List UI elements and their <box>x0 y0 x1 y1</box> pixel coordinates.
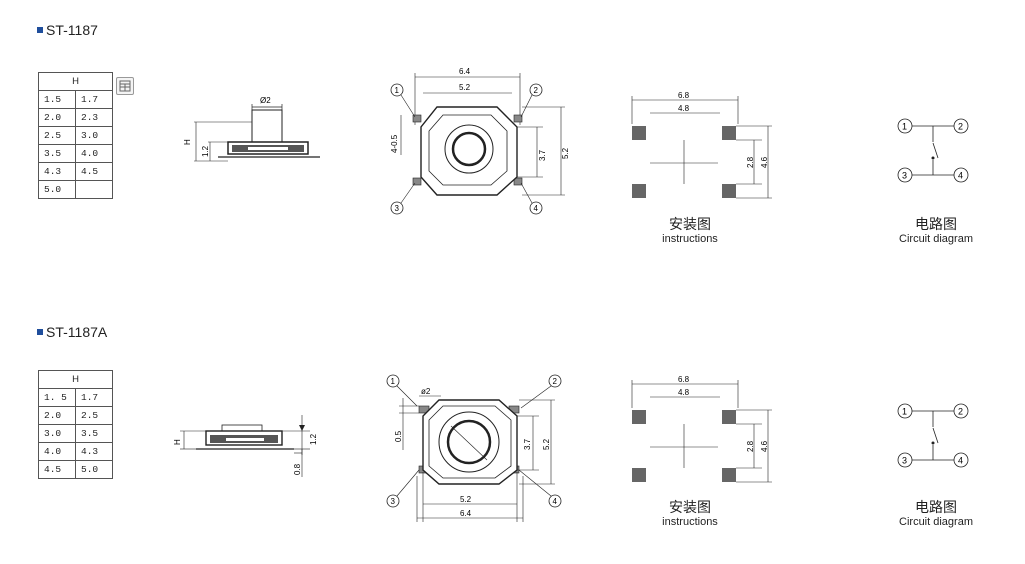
side-view-2: H 1.2 0.8 <box>173 415 318 477</box>
pin-label: 2 <box>553 377 558 386</box>
dim-h: H <box>173 439 182 445</box>
install-caption-1: 安装图 instructions <box>640 216 740 246</box>
table-cell: 1.5 <box>38 90 76 109</box>
table-cell: 5.0 <box>38 180 76 199</box>
pin-label: 1 <box>391 377 396 386</box>
dim-height-inner: 3.7 <box>523 438 532 450</box>
dim-v-inner: 2.8 <box>746 440 755 452</box>
dim-base: 1.2 <box>201 145 210 157</box>
top-view-1: 6.4 5.2 3.7 5.2 4-0.5 1 2 3 4 <box>390 67 570 215</box>
circuit-title-zh: 电路图 <box>915 216 957 232</box>
circuit-title-en: Circuit diagram <box>899 516 973 528</box>
dim-h: H <box>183 139 192 145</box>
dim-height-outer: 5.2 <box>542 438 551 450</box>
pin-label: 4 <box>553 497 558 506</box>
table-cell: 4.0 <box>38 442 76 461</box>
dim-base: 0.8 <box>293 463 302 475</box>
table-cell: 2.0 <box>38 406 76 425</box>
install-diagram-1: 6.8 4.8 2.8 4.6 <box>631 91 772 199</box>
table-cell: 1. 5 <box>38 388 76 407</box>
dim-pitch: 0.5 <box>394 430 403 442</box>
circuit-caption-1: 电路图 Circuit diagram <box>886 216 986 246</box>
dim-bottom-inner: 5.2 <box>460 495 472 504</box>
side-view-1: Ø2 H 1.2 <box>183 96 320 162</box>
circuit-diagram-2: 1 2 3 4 <box>897 403 969 468</box>
pin-label: 4 <box>958 171 963 181</box>
table-icon-glyph <box>119 80 131 92</box>
pin-label: 1 <box>395 86 400 95</box>
dim-inner: 5.2 <box>459 83 471 92</box>
model-title-2: ST-1187A <box>37 324 107 340</box>
pin-label: 4 <box>958 456 963 466</box>
install-title-en: instructions <box>662 516 718 528</box>
pin-label: 4 <box>534 204 539 213</box>
install-caption-2: 安装图 instructions <box>640 499 740 529</box>
square-bullet-icon <box>37 27 43 33</box>
pin-label: 3 <box>902 456 907 466</box>
table-cell: 3.0 <box>38 424 76 443</box>
table-cell: 2.5 <box>38 126 76 145</box>
table-icon[interactable] <box>116 77 134 95</box>
pin-label: 2 <box>958 122 963 132</box>
table-cell: 3.5 <box>75 424 113 443</box>
dim-diameter: Ø2 <box>260 96 271 105</box>
pin-label: 1 <box>902 407 907 417</box>
top-view-2: 1 ø2 2 0.5 3.7 5.2 3 4 5.2 6.4 <box>386 374 562 522</box>
table-cell: 4.5 <box>75 162 113 181</box>
dim-v-outer: 4.6 <box>760 156 769 168</box>
pin-label: 2 <box>958 407 963 417</box>
install-title-zh: 安装图 <box>669 216 711 232</box>
circuit-title-zh: 电路图 <box>915 499 957 515</box>
circuit-title-en: Circuit diagram <box>899 233 973 245</box>
dim-v-inner: 2.8 <box>746 156 755 168</box>
dim-inner: 4.8 <box>678 104 690 113</box>
table-header: H <box>38 370 113 389</box>
install-title-zh: 安装图 <box>669 499 711 515</box>
model-title-1: ST-1187 <box>37 22 98 38</box>
table-cell <box>75 180 113 199</box>
install-diagram-2: 6.8 4.8 2.8 4.6 <box>631 375 772 483</box>
pin-label: 1 <box>902 122 907 132</box>
install-title-en: instructions <box>662 233 718 245</box>
pin-label: 3 <box>395 204 400 213</box>
dim-outer: 6.8 <box>678 375 690 384</box>
dim-v-outer: 4.6 <box>760 440 769 452</box>
dim-height-inner: 3.7 <box>538 149 547 161</box>
circuit-diagram-1: 1 2 3 4 <box>897 118 969 183</box>
table-cell: 2.5 <box>75 406 113 425</box>
table-cell: 3.0 <box>75 126 113 145</box>
table-cell: 4.5 <box>38 460 76 479</box>
table-cell: 4.0 <box>75 144 113 163</box>
dim-outer: 6.8 <box>678 91 690 100</box>
dim-overall: 6.4 <box>459 67 471 76</box>
dim-bottom-outer: 6.4 <box>460 509 472 518</box>
circuit-caption-2: 电路图 Circuit diagram <box>886 499 986 529</box>
dim-inner: 4.8 <box>678 388 690 397</box>
table-cell: 2.3 <box>75 108 113 127</box>
dim-pitch: 4-0.5 <box>390 134 399 153</box>
table-header: H <box>38 72 113 91</box>
dim-top: 1.2 <box>309 433 318 445</box>
table-cell: 1.7 <box>75 388 113 407</box>
pin-label: 3 <box>391 497 396 506</box>
pin-label: 2 <box>534 86 539 95</box>
pin-label: 3 <box>902 171 907 181</box>
dim-dia: ø2 <box>421 387 431 396</box>
table-cell: 5.0 <box>75 460 113 479</box>
table-cell: 4.3 <box>75 442 113 461</box>
table-cell: 1.7 <box>75 90 113 109</box>
square-bullet-icon <box>37 329 43 335</box>
table-cell: 3.5 <box>38 144 76 163</box>
table-cell: 2.0 <box>38 108 76 127</box>
dim-height-outer: 5.2 <box>561 147 570 159</box>
table-cell: 4.3 <box>38 162 76 181</box>
